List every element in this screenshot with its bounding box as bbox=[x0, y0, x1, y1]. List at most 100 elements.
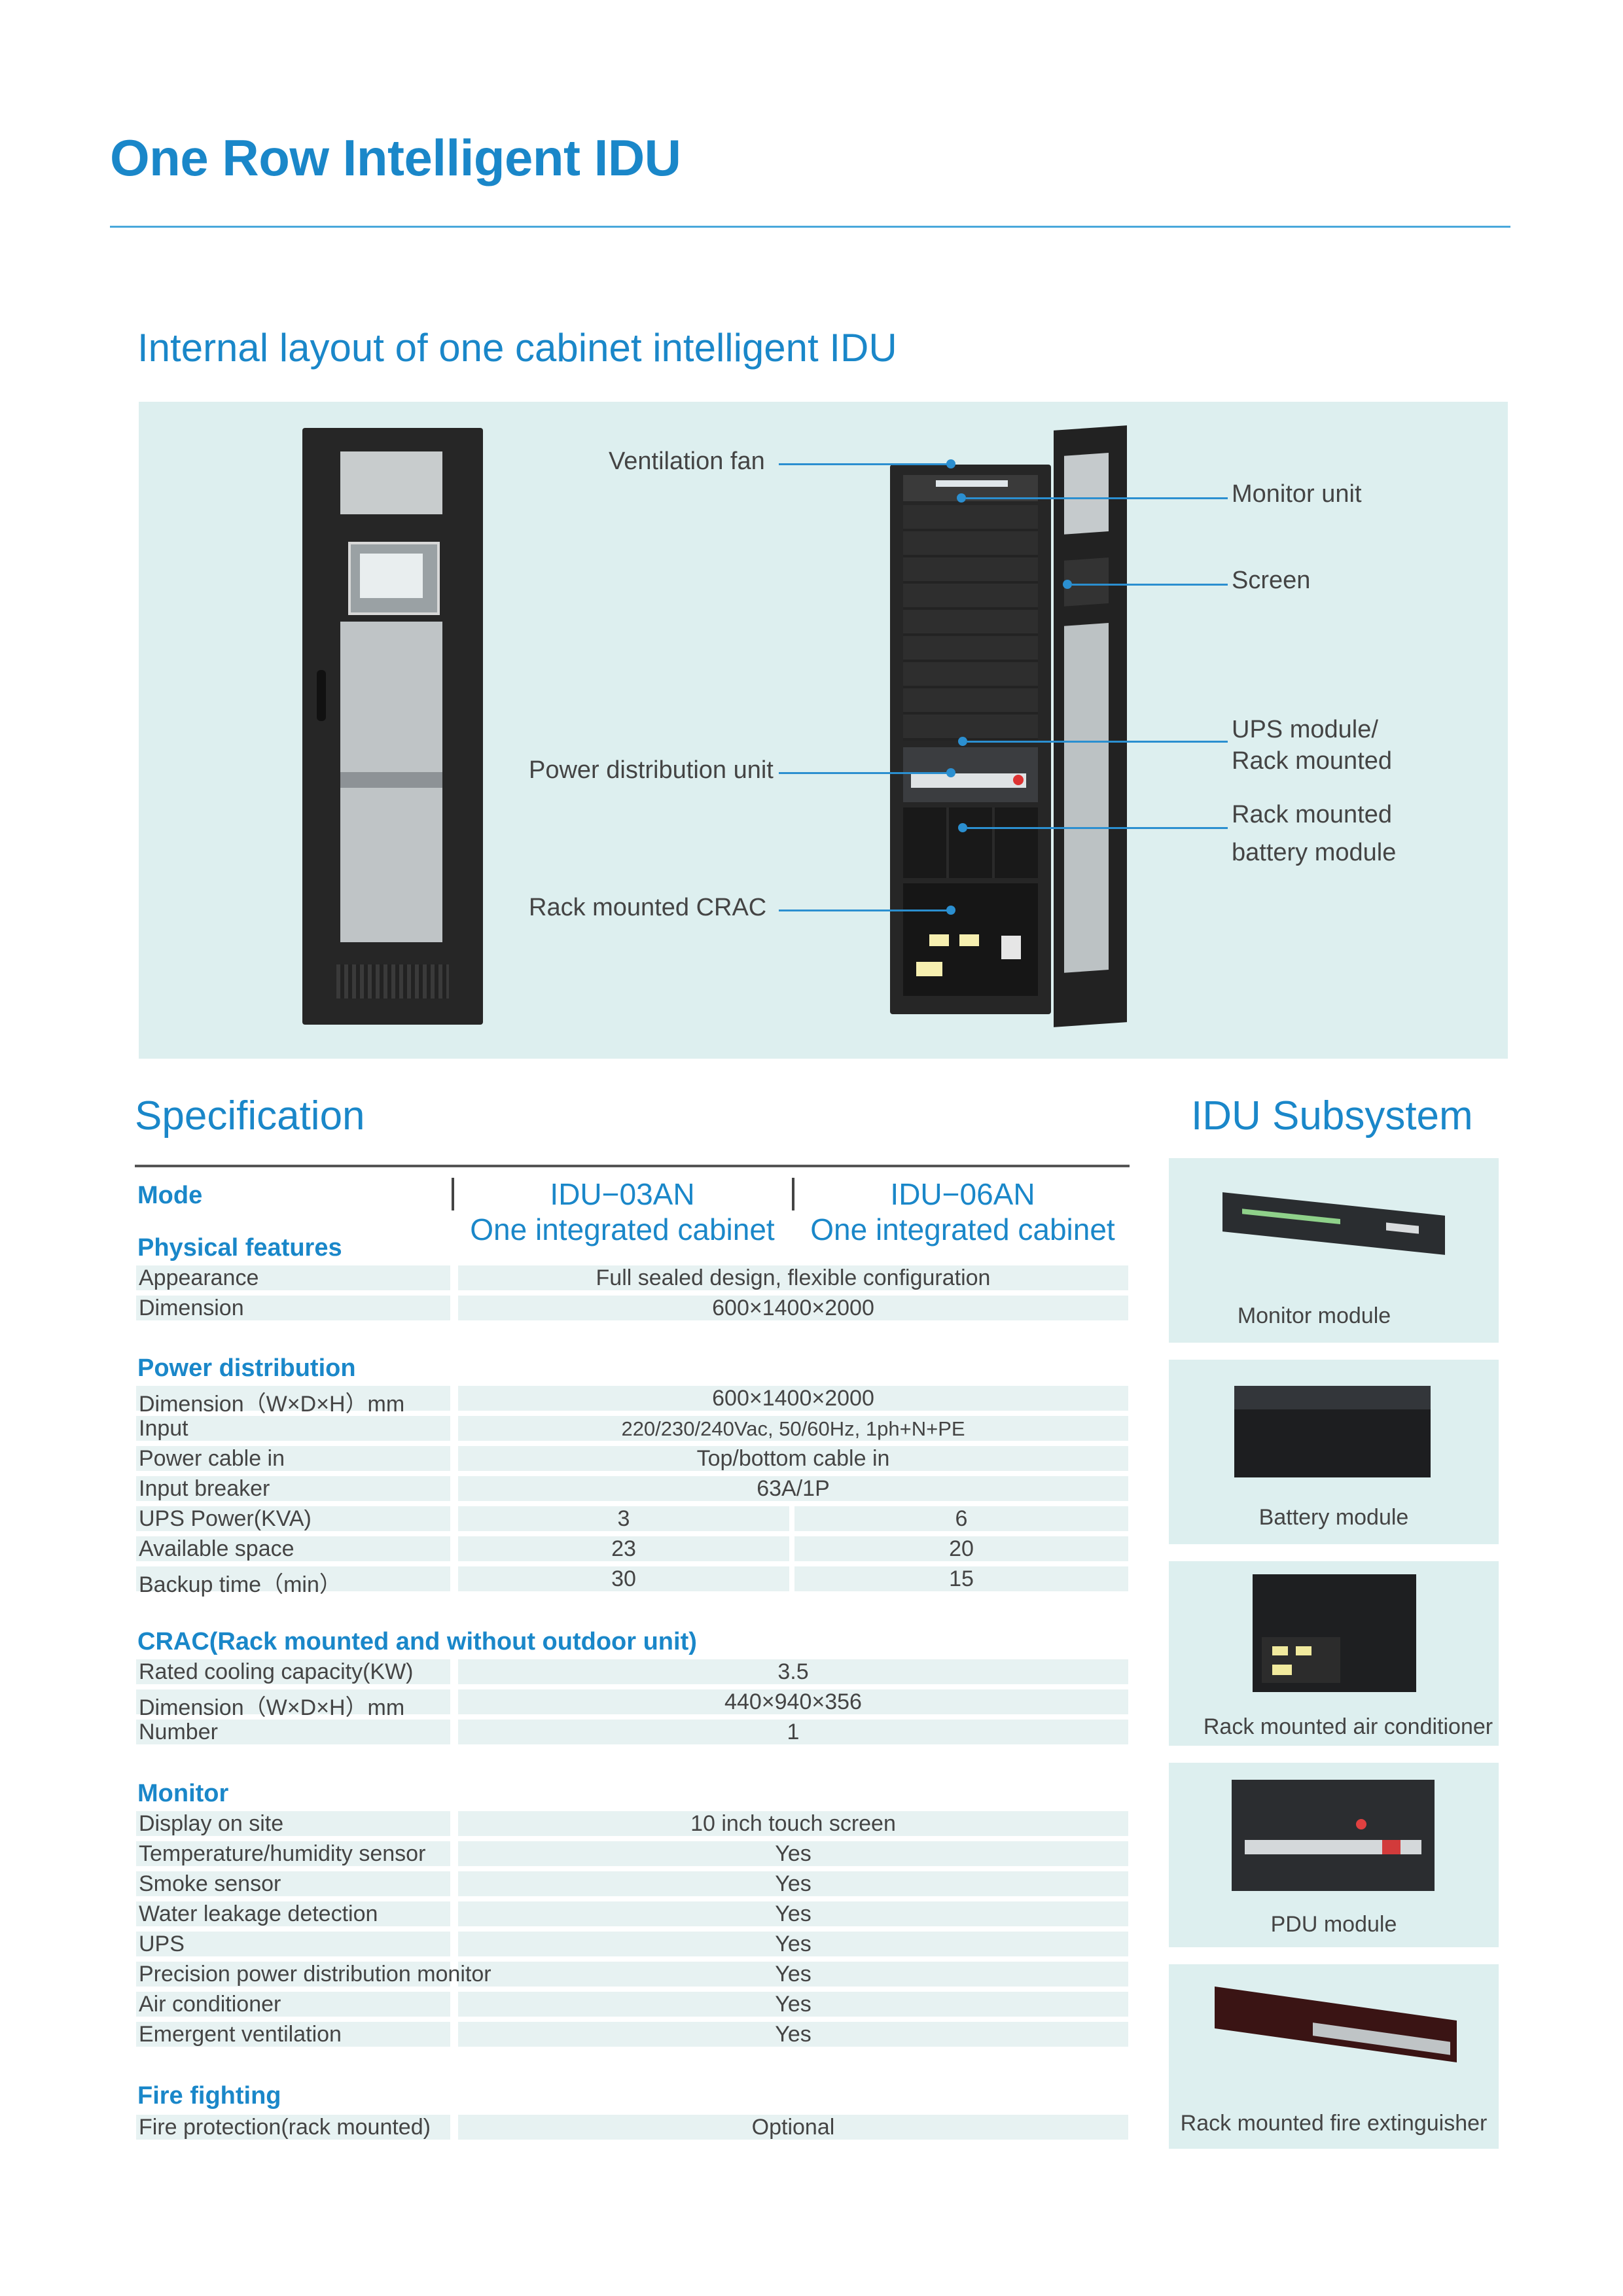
label-cell bbox=[136, 2022, 450, 2047]
subsystem-card-monitor-module: Monitor module bbox=[1169, 1158, 1499, 1343]
value-cell bbox=[458, 1536, 789, 1561]
subsystem-label: Monitor module bbox=[1237, 1303, 1391, 1328]
value-cell bbox=[458, 1506, 789, 1531]
value-cell bbox=[458, 1811, 1128, 1836]
label-cell bbox=[136, 1446, 450, 1471]
callout-ups-module-line2: Rack mounted bbox=[1232, 747, 1393, 775]
open-cabinet-image bbox=[890, 465, 1051, 1014]
row-value: Yes bbox=[775, 1932, 812, 1956]
ventilation-fan-image bbox=[903, 475, 1038, 501]
row-value: 600×1400×2000 bbox=[712, 1296, 874, 1320]
value-cell bbox=[458, 1720, 1128, 1744]
leader-dot bbox=[1063, 580, 1072, 589]
callout-power-distribution-unit: Power distribution unit bbox=[529, 756, 774, 784]
model-1-name: IDU−03AN bbox=[550, 1177, 695, 1211]
row-label: Fire protection(rack mounted) bbox=[139, 2115, 431, 2140]
label-cell bbox=[136, 2115, 450, 2140]
mode-label: Mode bbox=[137, 1182, 203, 1209]
monitor-module-image bbox=[1222, 1192, 1445, 1255]
row-label: Input bbox=[139, 1416, 188, 1441]
leader-line bbox=[1072, 584, 1228, 586]
row-value: 1 bbox=[787, 1720, 800, 1744]
label-cell bbox=[136, 1992, 450, 2017]
leader-line bbox=[779, 910, 948, 911]
label-cell bbox=[136, 1932, 450, 1956]
row-value: Yes bbox=[775, 1871, 812, 1896]
blank-panels-image bbox=[903, 505, 1038, 741]
column-separator bbox=[452, 1178, 454, 1210]
layout-illustration-panel: Ventilation fan Power distribution unit … bbox=[139, 402, 1508, 1059]
title-divider bbox=[110, 226, 1510, 228]
cabinet-vent-grille bbox=[336, 964, 449, 998]
subsystem-card-fire-extinguisher: Rack mounted fire extinguisher bbox=[1169, 1964, 1499, 2149]
label-cell bbox=[136, 1811, 450, 1836]
layout-section-title: Internal layout of one cabinet intellige… bbox=[137, 326, 897, 370]
row-label: Water leakage detection bbox=[139, 1901, 378, 1926]
value-cell bbox=[458, 1689, 1128, 1714]
value-cell bbox=[458, 1296, 1128, 1320]
touch-screen-image bbox=[348, 542, 440, 615]
closed-cabinet-image bbox=[302, 428, 483, 1025]
label-cell bbox=[136, 1841, 450, 1866]
value-cell bbox=[458, 1871, 1128, 1896]
row-value-model-1: 30 bbox=[611, 1566, 636, 1591]
callout-battery-module-line2: battery module bbox=[1232, 839, 1397, 866]
subsystem-label: Rack mounted fire extinguisher bbox=[1180, 2111, 1488, 2136]
callout-monitor-unit: Monitor unit bbox=[1232, 480, 1362, 508]
row-value: 440×940×356 bbox=[724, 1689, 862, 1714]
category-crac: CRAC(Rack mounted and without outdoor un… bbox=[137, 1628, 697, 1655]
model-1-description: One integrated cabinet bbox=[470, 1212, 775, 1246]
row-label: Number bbox=[139, 1720, 218, 1744]
subsystem-label: PDU module bbox=[1270, 1912, 1397, 1937]
row-value: 220/230/240Vac, 50/60Hz, 1ph+N+PE bbox=[621, 1417, 965, 1440]
value-cell bbox=[458, 1566, 789, 1591]
row-value-model-2: 6 bbox=[955, 1506, 968, 1531]
pdu-ups-image bbox=[903, 747, 1038, 802]
label-cell bbox=[136, 1386, 450, 1411]
specification-title: Specification bbox=[135, 1093, 365, 1139]
label-cell bbox=[136, 1476, 450, 1501]
subsystem-label: Battery module bbox=[1258, 1505, 1409, 1530]
value-cell bbox=[794, 1566, 1128, 1591]
column-separator bbox=[792, 1178, 794, 1210]
value-cell bbox=[794, 1506, 1128, 1531]
row-label: Appearance bbox=[139, 1265, 259, 1290]
open-door-image bbox=[1054, 425, 1127, 1027]
row-value-model-2: 20 bbox=[949, 1536, 974, 1561]
value-cell bbox=[794, 1536, 1128, 1561]
row-value: 600×1400×2000 bbox=[712, 1386, 874, 1411]
label-cell bbox=[136, 1720, 450, 1744]
row-value: 3.5 bbox=[777, 1659, 809, 1684]
row-label: Power cable in bbox=[139, 1446, 285, 1471]
label-cell bbox=[136, 1536, 450, 1561]
row-label: Available space bbox=[139, 1536, 294, 1561]
label-cell bbox=[136, 1962, 450, 1987]
value-cell bbox=[458, 1932, 1128, 1956]
category-physical-features: Physical features bbox=[137, 1234, 342, 1262]
row-value-model-1: 3 bbox=[617, 1506, 630, 1531]
page-title: One Row Intelligent IDU bbox=[110, 129, 681, 186]
row-value: Full sealed design, flexible configurati… bbox=[596, 1265, 991, 1290]
subsystem-label: Rack mounted air conditioner bbox=[1203, 1714, 1493, 1739]
row-label: Temperature/humidity sensor bbox=[139, 1841, 426, 1866]
specification-divider bbox=[135, 1165, 1130, 1167]
label-cell bbox=[136, 1689, 450, 1714]
callout-ventilation-fan: Ventilation fan bbox=[609, 448, 765, 475]
value-cell bbox=[458, 1841, 1128, 1866]
label-cell bbox=[136, 1901, 450, 1926]
value-cell bbox=[458, 2115, 1128, 2140]
row-label: Input breaker bbox=[139, 1476, 270, 1501]
battery-module-image bbox=[1234, 1386, 1431, 1477]
row-label: Backup time（min） bbox=[139, 1572, 342, 1597]
row-value: Yes bbox=[775, 1901, 812, 1926]
category-power-distribution: Power distribution bbox=[137, 1354, 356, 1382]
label-cell bbox=[136, 1506, 450, 1531]
category-monitor: Monitor bbox=[137, 1780, 229, 1807]
label-cell bbox=[136, 1296, 450, 1320]
label-cell bbox=[136, 1871, 450, 1896]
air-conditioner-image bbox=[1253, 1574, 1416, 1692]
value-cell bbox=[458, 1416, 1128, 1441]
label-cell bbox=[136, 1659, 450, 1684]
leader-line bbox=[966, 497, 1228, 499]
value-cell bbox=[458, 1476, 1128, 1501]
